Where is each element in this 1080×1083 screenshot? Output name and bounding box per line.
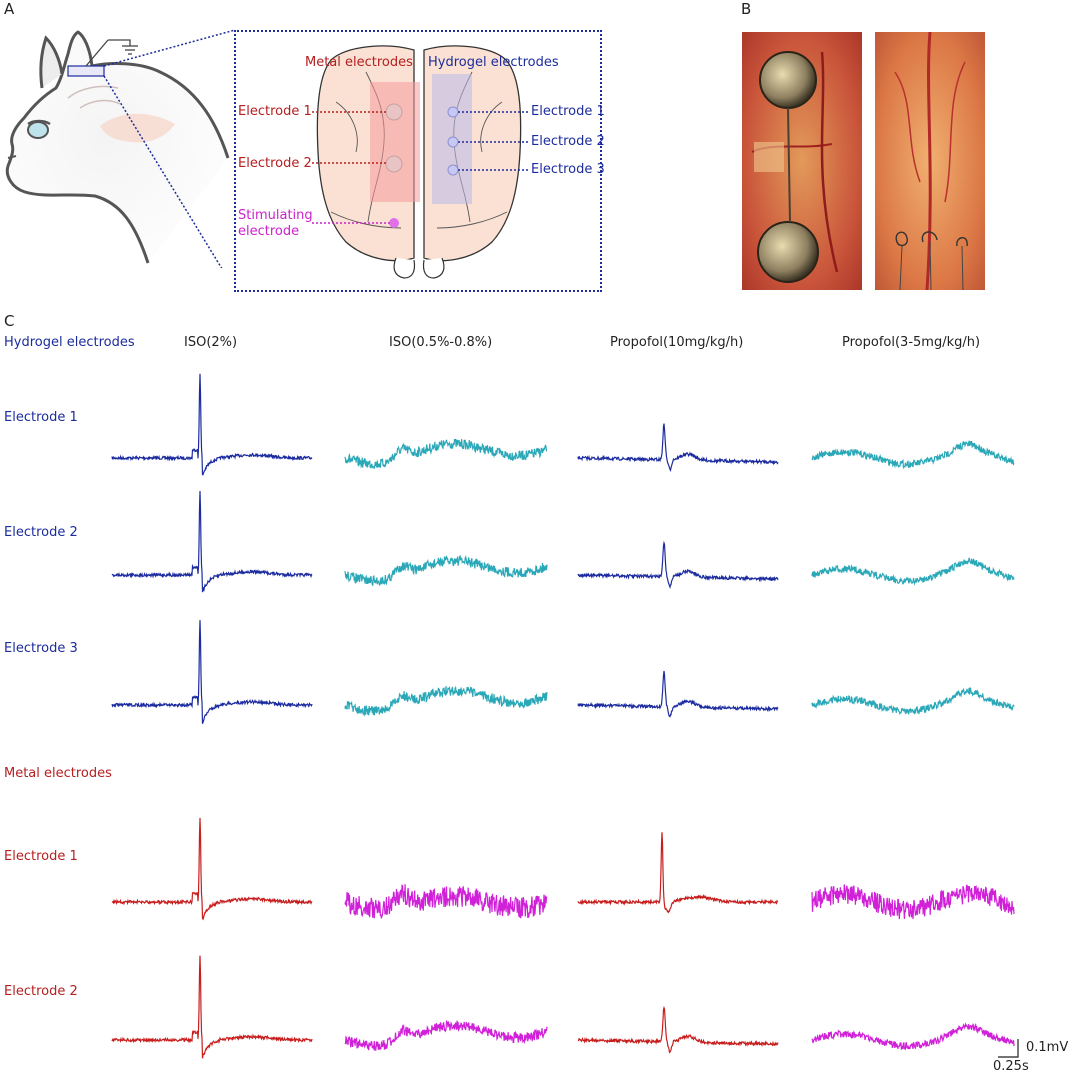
panel-letter-a: A	[4, 0, 15, 18]
trace-row5-col1	[111, 955, 313, 1059]
diagram-metal-electrode-2-label: Electrode 2	[238, 156, 312, 171]
diagram-hydrogel-electrode-2-label: Electrode 2	[531, 134, 605, 149]
metal-electrode-2-label: Electrode 2	[4, 984, 78, 999]
condition-iso-2: ISO(2%)	[184, 335, 238, 350]
trace-row1-col3	[577, 423, 779, 473]
stimulating-electrode-label-line1: Stimulating	[238, 208, 313, 223]
trace-row4-col3	[577, 832, 779, 914]
condition-propofol-high: Propofol(10mg/kg/h)	[610, 335, 744, 350]
brain-diagram	[312, 45, 528, 279]
trace-row5-col3	[577, 1005, 779, 1054]
trace-row3-col3	[577, 670, 779, 718]
panel-letter-c: C	[4, 312, 15, 330]
trace-row5-col4	[811, 1022, 1015, 1051]
hydrogel-electrode-3-label: Electrode 3	[4, 641, 78, 656]
hydrogel-electrodes-title: Hydrogel electrodes	[4, 335, 135, 350]
trace-row4-col2	[344, 884, 548, 919]
trace-row1-col4	[811, 440, 1015, 470]
hydrogel-electrodes-header: Hydrogel electrodes	[428, 55, 559, 70]
trace-row1-col2	[344, 438, 548, 469]
cat-head-illustration	[5, 29, 235, 268]
photo-metal-electrodes	[742, 32, 862, 290]
trace-row4-col4	[811, 884, 1015, 920]
stimulating-electrode-label-line2: electrode	[238, 224, 300, 239]
trace-row3-col4	[811, 686, 1015, 716]
hydrogel-electrode-1-label: Electrode 1	[4, 410, 78, 425]
diagram-metal-electrode-1-label: Electrode 1	[238, 104, 312, 119]
trace-row2-col3	[577, 540, 779, 590]
trace-row3-col2	[344, 685, 548, 717]
hydrogel-electrode-2-label: Electrode 2	[4, 525, 78, 540]
scale-bar	[998, 1039, 1019, 1058]
trace-row2-col4	[811, 557, 1015, 586]
scale-bar-time: 0.25s	[993, 1059, 1029, 1074]
diagram-hydrogel-electrode-1-label: Electrode 1	[531, 104, 605, 119]
trace-row4-col1	[111, 817, 313, 921]
diagram-hydrogel-electrode-3-label: Electrode 3	[531, 162, 605, 177]
scale-bar-voltage: 0.1mV	[1026, 1040, 1069, 1055]
panel-letter-b: B	[741, 0, 752, 18]
brain-diagram-box	[234, 30, 602, 292]
metal-electrodes-title: Metal electrodes	[4, 766, 112, 781]
metal-electrodes-header: Metal electrodes	[305, 55, 413, 70]
condition-iso-low: ISO(0.5%-0.8%)	[389, 335, 493, 350]
trace-row1-col1	[111, 373, 313, 476]
trace-row3-col1	[111, 620, 313, 724]
condition-propofol-low: Propofol(3-5mg/kg/h)	[842, 335, 981, 350]
metal-electrode-1-label: Electrode 1	[4, 849, 78, 864]
trace-row2-col1	[111, 490, 313, 593]
trace-row5-col2	[344, 1020, 548, 1051]
photo-hydrogel-electrodes	[875, 32, 985, 290]
trace-row2-col2	[344, 554, 548, 586]
